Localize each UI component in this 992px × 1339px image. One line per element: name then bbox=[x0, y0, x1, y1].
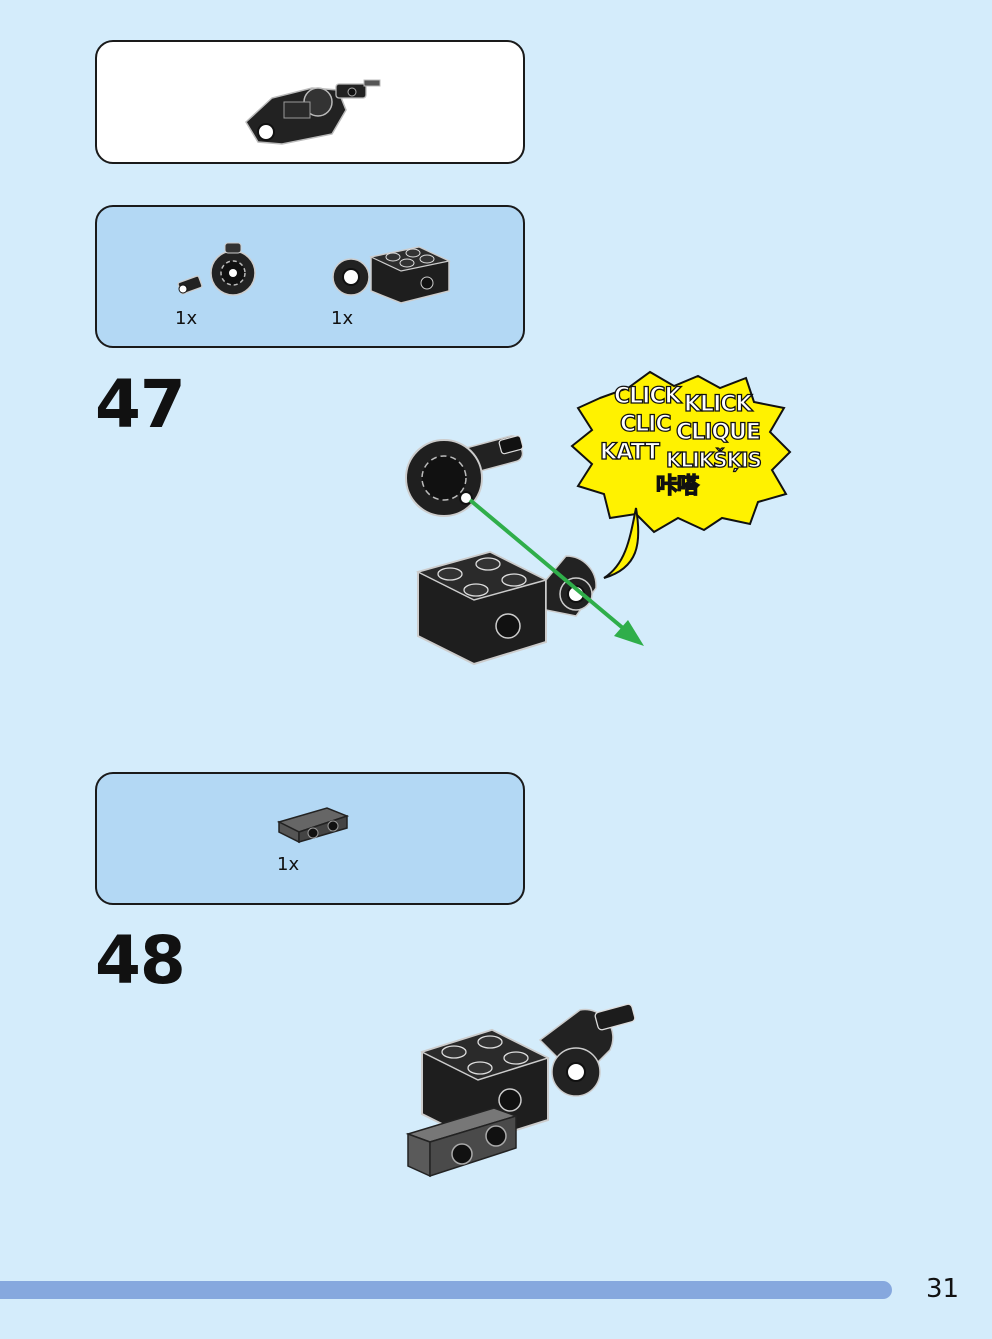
click-burst-icon bbox=[570, 370, 792, 579]
step-47-assembly-illustration bbox=[405, 435, 644, 666]
subassembly-model-icon bbox=[245, 79, 381, 145]
parts-callout-step-48: 1x bbox=[95, 772, 525, 905]
click-word: KATT bbox=[599, 440, 660, 465]
click-word: CLICK bbox=[613, 384, 682, 409]
click-word: KLIKŠĶIS bbox=[665, 448, 762, 472]
progress-bar bbox=[0, 1281, 892, 1299]
bracket-plate-1x2-icon bbox=[276, 807, 350, 844]
click-word: CLIC bbox=[619, 412, 672, 437]
subassembly-callout bbox=[95, 40, 525, 164]
brick-2x2-with-ball-socket-icon bbox=[332, 246, 451, 304]
step-number: 47 bbox=[95, 366, 186, 443]
click-word: KLICK bbox=[683, 392, 753, 417]
part-quantity: 1x bbox=[175, 308, 198, 329]
click-word: CLIQUE bbox=[675, 420, 761, 445]
click-word: 咔嗒 bbox=[655, 474, 699, 499]
step-number: 48 bbox=[95, 922, 186, 999]
step-48-assembly-illustration bbox=[405, 1003, 636, 1178]
part-quantity: 1x bbox=[277, 854, 300, 875]
page-number: 31 bbox=[926, 1274, 960, 1304]
part-quantity: 1x bbox=[331, 308, 354, 329]
parts-callout-step-47: 1x 1x bbox=[95, 205, 525, 348]
axle-connector-round-icon bbox=[177, 242, 256, 296]
